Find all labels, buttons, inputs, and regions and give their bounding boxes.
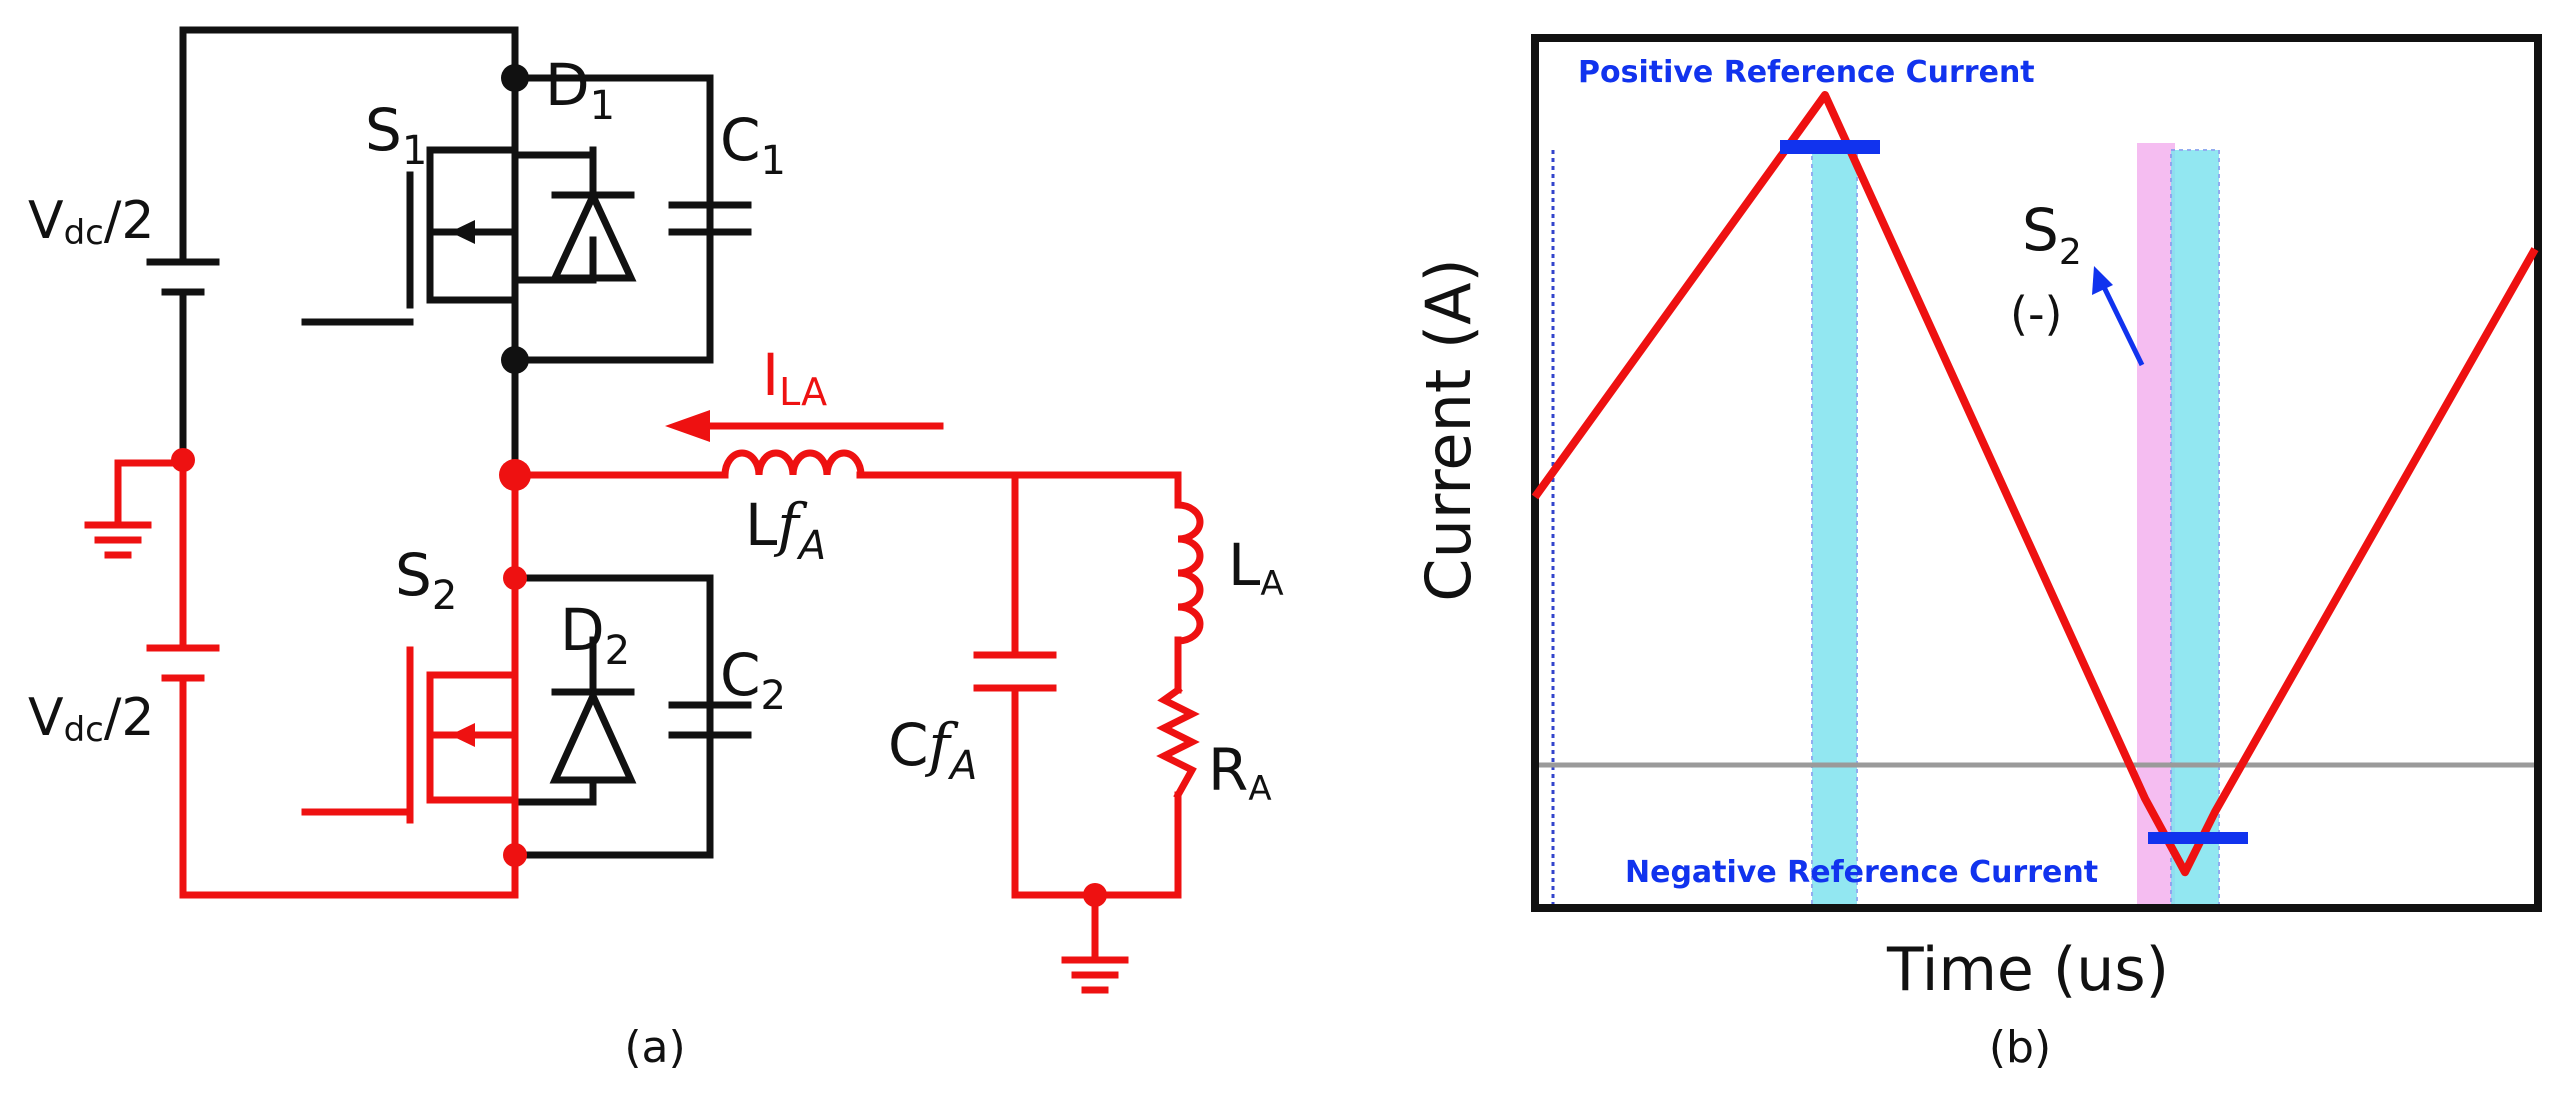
vdc-top-label: Vdc/2 — [28, 191, 154, 253]
cyan-band-negative — [2170, 149, 2220, 911]
plot-frame — [1531, 34, 2542, 912]
d2-diode-icon — [549, 687, 637, 784]
negative-reference-label: Negative Reference Current — [1625, 855, 2098, 890]
c2-label: C2 — [720, 641, 786, 719]
la-label: LA — [1228, 531, 1284, 604]
ila-label: ILA — [762, 341, 827, 414]
cyan-band-positive — [1811, 149, 1858, 911]
d2-label: D2 — [560, 596, 630, 674]
vdc-bottom-label: Vdc/2 — [28, 688, 154, 750]
s2-pointer-line — [2100, 283, 2145, 367]
ila-arrow-icon — [665, 410, 710, 442]
d1-label: D1 — [545, 51, 615, 129]
pink-band-s2 — [2137, 143, 2175, 910]
red-wiring — [84, 422, 1182, 994]
lfa-inductor-icon — [721, 449, 865, 479]
ra-resistor-icon — [1156, 685, 1200, 800]
black-wiring — [146, 26, 752, 859]
waveform-chart: Positive Reference Current Negative Refe… — [1412, 34, 2542, 1073]
s2-body-arrow-icon — [450, 723, 475, 747]
positive-reference-label: Positive Reference Current — [1578, 55, 2035, 90]
s2-pointer-arrow-icon — [2092, 266, 2113, 295]
cfa-label: CfA — [888, 711, 977, 789]
junction-dots — [171, 64, 1107, 907]
circuit-diagram: Vdc/2 Vdc/2 S1 D1 C1 S2 D2 C2 ILA LfA Cf… — [28, 26, 1284, 1073]
caption-a: (a) — [624, 1022, 685, 1073]
s2-label: S2 — [395, 541, 457, 619]
d1-diode-icon — [549, 187, 637, 282]
y-axis-label: Current (A) — [1412, 258, 1485, 601]
c1-label: C1 — [720, 106, 786, 184]
s1-body-arrow-icon — [450, 220, 475, 244]
la-inductor-icon — [1174, 501, 1204, 645]
s2-label-chart: S2 — [2022, 196, 2082, 273]
caption-b: (b) — [1989, 1022, 2051, 1073]
lfa-label: LfA — [745, 491, 826, 569]
s1-label: S1 — [365, 96, 427, 174]
x-axis-label: Time (us) — [1886, 935, 2169, 1005]
ra-label: RA — [1208, 736, 1272, 809]
s2-sign-label: (-) — [2010, 287, 2063, 341]
